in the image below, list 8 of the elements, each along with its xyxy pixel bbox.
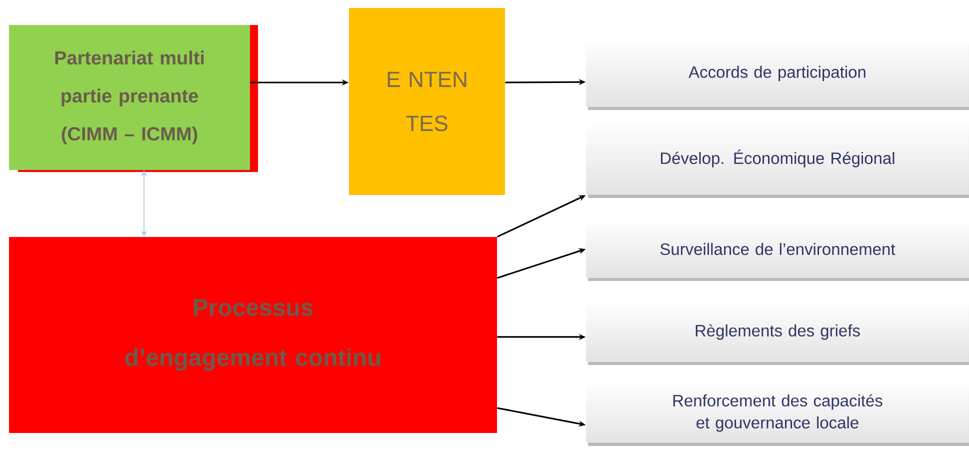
outcome-box: Accords de participation [586, 40, 969, 110]
outcome-box: Règlements des griefs [586, 302, 969, 365]
outcome-box: Renforcement des capacités et gouvernance locale [586, 383, 969, 446]
outcome-box: Surveillance de l’environnement [586, 220, 969, 281]
agreement-box: E NTEN TES [349, 8, 505, 195]
outcome-box: Dévelop. Économique Régional [586, 122, 969, 198]
partner-box: Partenariat multi partie prenante (CIMM – ICMM) [9, 25, 258, 172]
process-box: Processus d’engagement continu [9, 237, 497, 433]
